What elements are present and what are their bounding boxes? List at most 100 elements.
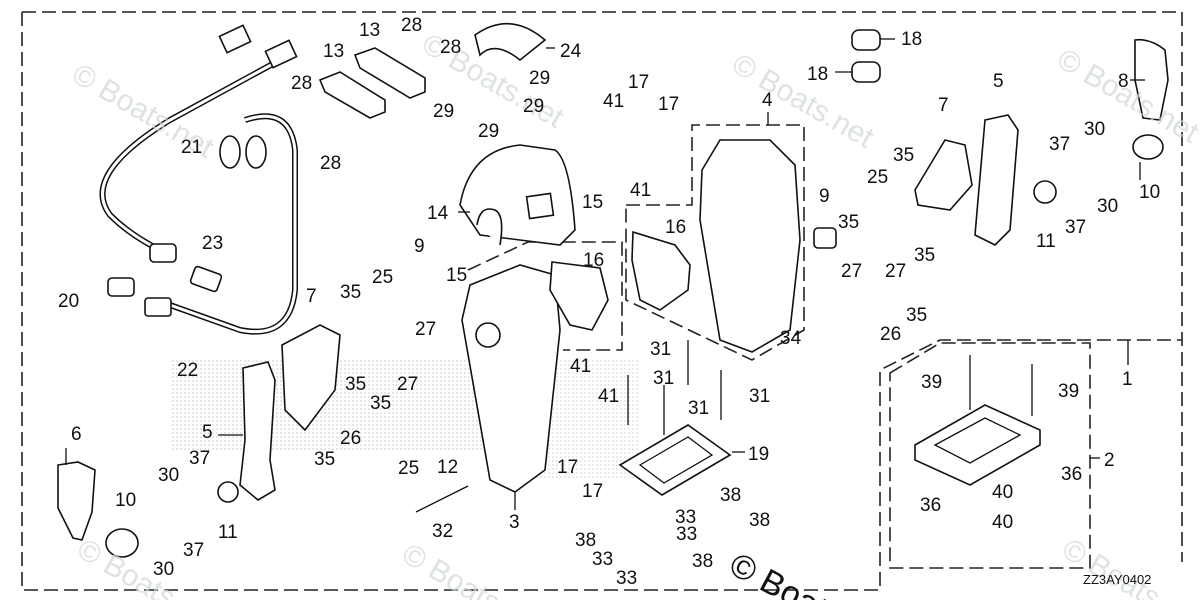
callout-10[interactable]: 10 bbox=[1139, 182, 1160, 203]
callout-2[interactable]: 2 bbox=[1104, 450, 1115, 471]
callout-28[interactable]: 28 bbox=[291, 73, 312, 94]
callout-21[interactable]: 21 bbox=[181, 137, 202, 158]
callout-27[interactable]: 27 bbox=[885, 261, 906, 282]
callout-33[interactable]: 33 bbox=[616, 568, 637, 589]
callout-27[interactable]: 27 bbox=[841, 261, 862, 282]
callout-18[interactable]: 18 bbox=[807, 64, 828, 85]
callout-13[interactable]: 13 bbox=[323, 41, 344, 62]
callout-5[interactable]: 5 bbox=[202, 422, 213, 443]
callout-41[interactable]: 41 bbox=[570, 356, 591, 377]
plate-16b bbox=[631, 230, 691, 311]
callout-16[interactable]: 16 bbox=[583, 250, 604, 271]
callout-35[interactable]: 35 bbox=[370, 393, 391, 414]
callout-25[interactable]: 25 bbox=[867, 167, 888, 188]
callout-22[interactable]: 22 bbox=[177, 360, 198, 381]
callout-41[interactable]: 41 bbox=[630, 180, 651, 201]
callout-35[interactable]: 35 bbox=[345, 374, 366, 395]
callout-35[interactable]: 35 bbox=[838, 212, 859, 233]
callout-40[interactable]: 40 bbox=[992, 482, 1013, 503]
callout-15[interactable]: 15 bbox=[446, 265, 467, 286]
callout-35[interactable]: 35 bbox=[906, 305, 927, 326]
callout-4[interactable]: 4 bbox=[762, 90, 773, 111]
disc-11-right bbox=[1033, 180, 1057, 204]
callout-34[interactable]: 34 bbox=[780, 328, 802, 349]
callout-35[interactable]: 35 bbox=[314, 449, 335, 470]
callout-20[interactable]: 20 bbox=[58, 291, 79, 312]
callout-37[interactable]: 37 bbox=[189, 448, 210, 469]
callout-35[interactable]: 35 bbox=[893, 145, 914, 166]
callout-25[interactable]: 25 bbox=[398, 458, 419, 479]
callout-31[interactable]: 31 bbox=[650, 339, 671, 360]
callout-32[interactable]: 32 bbox=[432, 521, 453, 542]
callout-31[interactable]: 31 bbox=[749, 386, 770, 407]
callout-28[interactable]: 28 bbox=[440, 37, 461, 58]
callout-7[interactable]: 7 bbox=[938, 95, 949, 116]
callout-10[interactable]: 10 bbox=[115, 490, 136, 511]
callout-26[interactable]: 26 bbox=[340, 428, 361, 449]
cover-14 bbox=[459, 144, 576, 246]
callout-38[interactable]: 38 bbox=[749, 510, 770, 531]
callout-29[interactable]: 29 bbox=[523, 96, 544, 117]
callout-18[interactable]: 18 bbox=[901, 29, 922, 50]
callout-11[interactable]: 11 bbox=[218, 522, 238, 543]
callout-30[interactable]: 30 bbox=[158, 465, 179, 486]
callout-35[interactable]: 35 bbox=[340, 282, 361, 303]
connector-20-plug bbox=[107, 277, 135, 297]
callout-28[interactable]: 28 bbox=[401, 15, 422, 36]
watermark-main: © Boats.n bbox=[723, 546, 873, 600]
spacer-2-inner bbox=[933, 417, 1022, 464]
callout-39[interactable]: 39 bbox=[1058, 381, 1079, 402]
callout-5[interactable]: 5 bbox=[993, 71, 1004, 92]
callout-17[interactable]: 17 bbox=[557, 457, 578, 478]
callout-17[interactable]: 17 bbox=[628, 72, 649, 93]
callout-8[interactable]: 8 bbox=[1118, 71, 1129, 92]
callout-15[interactable]: 15 bbox=[582, 192, 603, 213]
callout-30[interactable]: 30 bbox=[1097, 196, 1118, 217]
callout-16[interactable]: 16 bbox=[665, 217, 686, 238]
callout-38[interactable]: 38 bbox=[720, 485, 741, 506]
callout-30[interactable]: 30 bbox=[1084, 119, 1105, 140]
callout-33[interactable]: 33 bbox=[676, 524, 697, 545]
callout-9[interactable]: 9 bbox=[414, 236, 425, 257]
callout-7[interactable]: 7 bbox=[306, 286, 317, 307]
callout-37[interactable]: 37 bbox=[183, 540, 204, 561]
callout-36[interactable]: 36 bbox=[1061, 464, 1082, 485]
callout-33[interactable]: 33 bbox=[592, 549, 613, 570]
callout-26[interactable]: 26 bbox=[880, 324, 901, 345]
callout-23[interactable]: 23 bbox=[202, 233, 223, 254]
callout-6[interactable]: 6 bbox=[71, 424, 82, 445]
callout-31[interactable]: 31 bbox=[653, 368, 674, 389]
callout-13[interactable]: 13 bbox=[359, 20, 380, 41]
callout-11[interactable]: 11 bbox=[1036, 231, 1056, 252]
callout-27[interactable]: 27 bbox=[397, 374, 418, 395]
callout-17[interactable]: 17 bbox=[582, 481, 603, 502]
callout-36[interactable]: 36 bbox=[920, 495, 941, 516]
callout-29[interactable]: 29 bbox=[529, 68, 550, 89]
callout-41[interactable]: 41 bbox=[598, 386, 619, 407]
callout-39[interactable]: 39 bbox=[921, 372, 942, 393]
callout-30[interactable]: 30 bbox=[153, 559, 174, 580]
callout-12[interactable]: 12 bbox=[437, 457, 458, 478]
harness-22-inner bbox=[169, 114, 297, 334]
callout-33[interactable]: 33 bbox=[675, 507, 696, 528]
callout-3[interactable]: 3 bbox=[509, 512, 520, 533]
callout-9[interactable]: 9 bbox=[819, 186, 830, 207]
callout-29[interactable]: 29 bbox=[433, 101, 454, 122]
callout-19[interactable]: 19 bbox=[748, 444, 769, 465]
callout-37[interactable]: 37 bbox=[1049, 134, 1070, 155]
callout-38[interactable]: 38 bbox=[692, 551, 713, 572]
callout-14[interactable]: 14 bbox=[427, 203, 449, 224]
callout-28[interactable]: 28 bbox=[320, 153, 341, 174]
callout-41[interactable]: 41 bbox=[603, 91, 624, 112]
callout-24[interactable]: 24 bbox=[560, 41, 582, 62]
callout-37[interactable]: 37 bbox=[1065, 217, 1086, 238]
callout-25[interactable]: 25 bbox=[372, 267, 393, 288]
callout-17[interactable]: 17 bbox=[658, 94, 679, 115]
callout-31[interactable]: 31 bbox=[688, 398, 709, 419]
callout-38[interactable]: 38 bbox=[575, 530, 596, 551]
callout-1[interactable]: 1 bbox=[1122, 369, 1133, 390]
callout-29[interactable]: 29 bbox=[478, 121, 499, 142]
callout-27[interactable]: 27 bbox=[415, 319, 436, 340]
callout-40[interactable]: 40 bbox=[992, 512, 1013, 533]
callout-35[interactable]: 35 bbox=[914, 245, 935, 266]
